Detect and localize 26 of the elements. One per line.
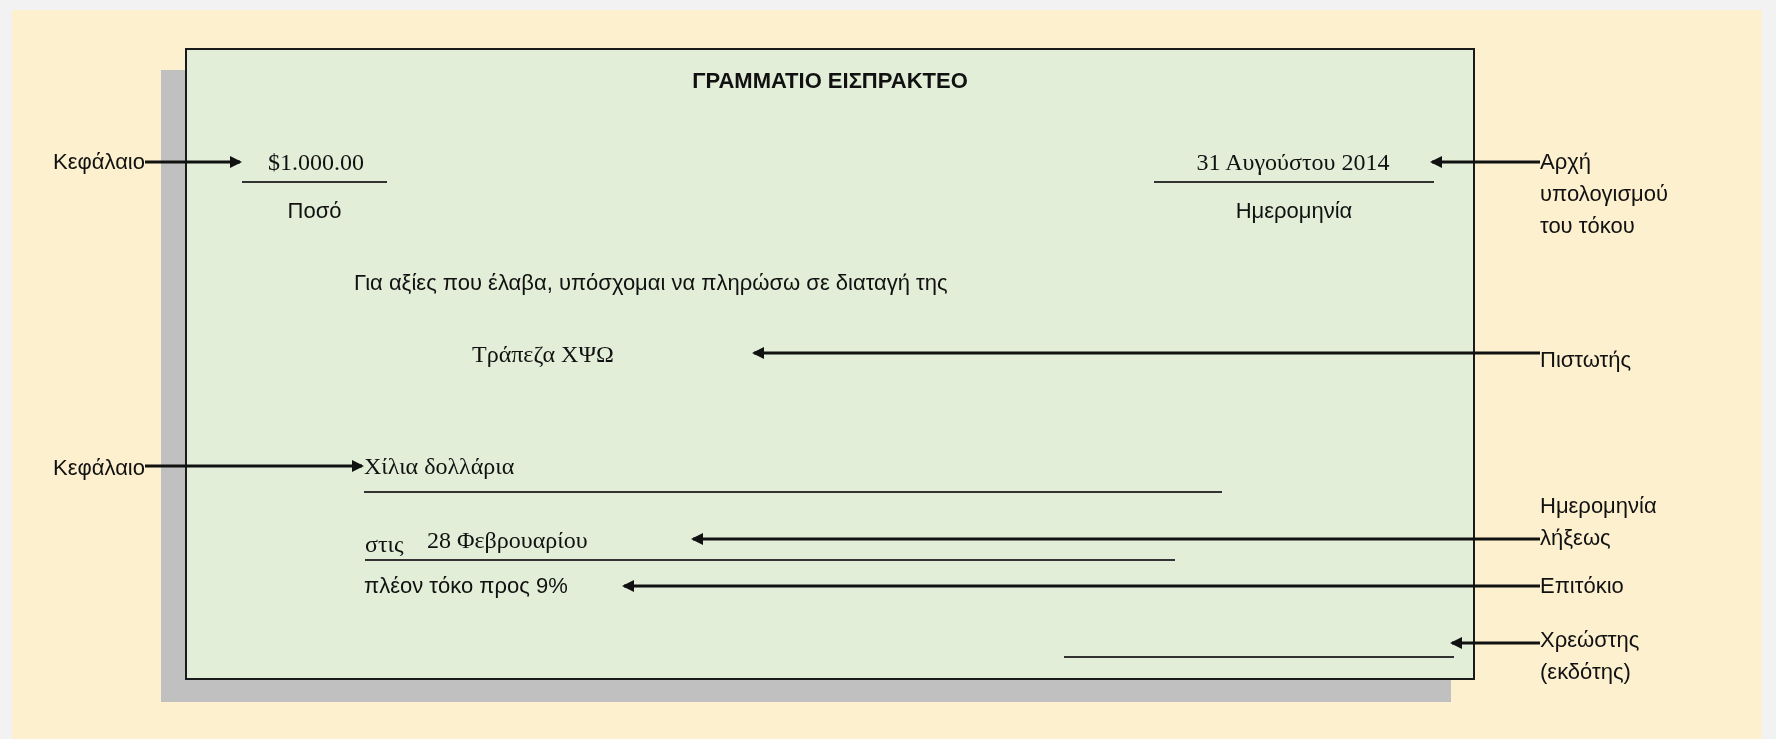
payee-name: Τράπεζα ΧΨΩ <box>472 338 756 372</box>
arrow <box>145 156 242 168</box>
arrow <box>1450 637 1540 649</box>
amount-in-words: Χίλια δολλάρια <box>364 450 584 484</box>
interest-rate-text: πλέον τόκο προς 9% <box>364 570 626 602</box>
due-date-value: 28 Φεβρουαρίου <box>427 524 695 558</box>
amount-value: $1.000.00 <box>242 146 390 180</box>
callout-label: Αρχή υπολογισμού του τόκου <box>1540 146 1680 246</box>
callout-label: Επιτόκιο <box>1540 570 1740 602</box>
callout-label: Ημερομηνία λήξεως <box>1540 490 1680 554</box>
promise-sentence: Για αξίες που έλαβα, υπόσχομαι να πληρώσω σε διαταγή της <box>354 269 948 297</box>
callout-label: Πιστωτής <box>1540 344 1740 376</box>
callout-label: Κεφάλαιο <box>30 452 145 484</box>
arrow <box>145 460 364 472</box>
promissory-note-card <box>185 48 1475 680</box>
note-title: ΓΡΑΜΜΑΤΙΟ ΕΙΣΠΡΑΚΤΕΟ <box>691 67 969 95</box>
arrow <box>622 580 1540 592</box>
arrow <box>1430 156 1540 168</box>
callout-label: Κεφάλαιο <box>30 146 145 178</box>
field-caption: Ημερομηνία <box>1234 197 1354 225</box>
arrow <box>752 347 1540 359</box>
field-caption: Ποσό <box>286 197 343 225</box>
prefix-text: στις <box>365 530 404 559</box>
date-value: 31 Αυγούστου 2014 <box>1152 146 1434 180</box>
arrow <box>691 533 1540 545</box>
callout-label: Χρεώστης (εκδότης) <box>1540 624 1670 688</box>
